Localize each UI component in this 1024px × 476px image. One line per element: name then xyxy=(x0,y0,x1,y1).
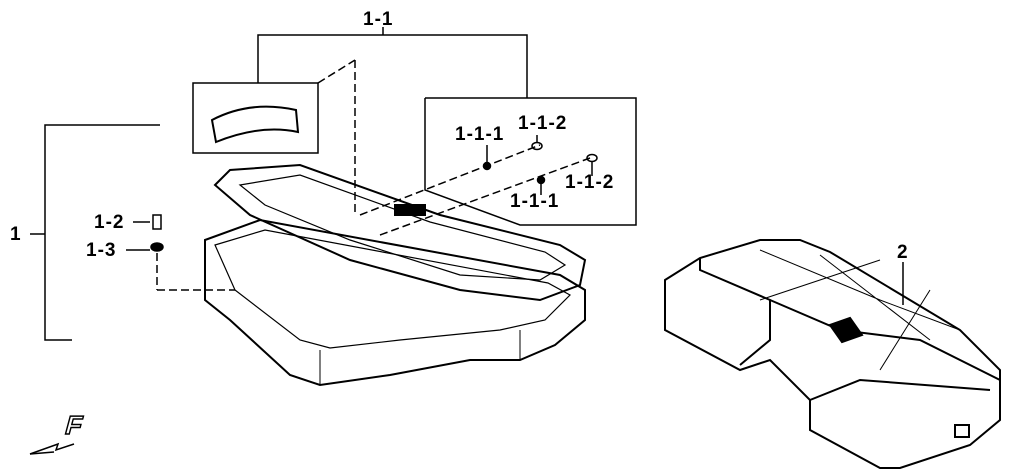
label-1-1-2-upper: 1-1-2 xyxy=(518,113,568,134)
label-2: 2 xyxy=(897,242,909,263)
label-1-1-1-upper: 1-1-1 xyxy=(455,124,505,145)
storage-box-lid xyxy=(213,163,587,302)
storage-bag xyxy=(664,239,1001,469)
storage-box-base xyxy=(204,218,586,387)
label-1-3: 1-3 xyxy=(86,240,117,261)
label-1-1-1-lower: 1-1-1 xyxy=(510,191,560,212)
front-arrow-icon: F xyxy=(28,409,88,460)
label-1-2: 1-2 xyxy=(94,212,125,233)
bracket-1 xyxy=(30,124,160,341)
label-1: 1 xyxy=(10,224,22,245)
label-1-1: 1-1 xyxy=(363,9,394,30)
bracket-1-1 xyxy=(257,27,528,98)
label-1-1-2-lower: 1-1-2 xyxy=(565,172,615,193)
callout-box-pad xyxy=(192,59,356,215)
callout-box-fasteners xyxy=(359,97,637,236)
bolt-and-washer xyxy=(126,214,235,291)
